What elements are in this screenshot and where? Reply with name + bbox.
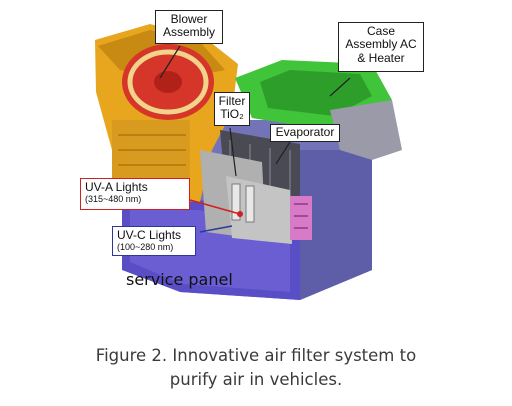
uv-lamp	[245, 185, 255, 223]
uv-lamp	[231, 183, 241, 221]
blower-fan-hub	[154, 71, 182, 93]
evaporator-label: Evaporator	[270, 124, 340, 142]
case-pointer	[329, 77, 351, 97]
case-top-inner	[260, 70, 372, 116]
caption-line: Figure 2. Innovative air filter system t…	[95, 346, 417, 365]
caption-line: purify air in vehicles.	[169, 370, 343, 389]
heater-core	[290, 196, 312, 240]
figure-caption: Figure 2. Innovative air filter system t…	[0, 344, 512, 392]
uvc-lights-label: UV-C Lights (100~280 nm)	[112, 226, 196, 256]
uvc-pointer	[199, 225, 233, 233]
uva-pointer	[189, 199, 241, 215]
case-assembly-label: Case Assembly AC & Heater	[338, 22, 424, 72]
blower-pointer	[159, 45, 181, 79]
blower-fan-ring	[127, 49, 209, 115]
filter-pointer	[229, 127, 237, 177]
case-right-side	[300, 150, 372, 300]
filter-tio2-label: Filter TiO₂	[214, 92, 250, 126]
filter-front	[226, 176, 292, 244]
evaporator-pointer	[275, 141, 291, 165]
blower-assembly-label: Blower Assembly	[155, 10, 223, 44]
uva-lights-label: UV-A Lights (315~480 nm)	[80, 178, 190, 210]
service-panel-label: service panel	[126, 270, 233, 289]
case-top-grey	[330, 100, 402, 160]
